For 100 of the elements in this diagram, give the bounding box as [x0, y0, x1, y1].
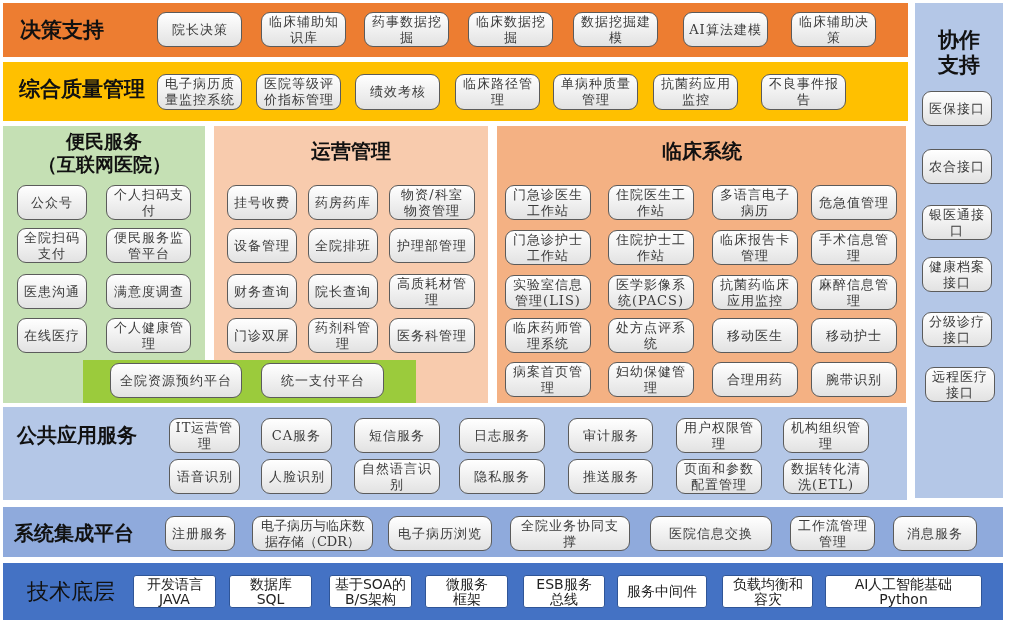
module-box: ESB服务总线 — [523, 575, 605, 608]
module-box: 日志服务 — [459, 418, 545, 453]
module-box: AI算法建模 — [683, 12, 768, 47]
module-box: 机构组织管理 — [783, 418, 869, 453]
module-box: 分级诊疗接口 — [922, 312, 992, 347]
module-box: 院长决策 — [157, 12, 242, 47]
module-box: CA服务 — [261, 418, 332, 453]
module-box: 个人健康管理 — [106, 318, 191, 353]
module-box: 数据库 SQL — [229, 575, 312, 608]
module-box: 电子病历质量监控系统 — [157, 74, 242, 110]
module-box: 工作流管理管理 — [790, 516, 875, 551]
module-box: 基于SOA的B/S架构 — [329, 575, 412, 608]
module-box: 公众号 — [17, 185, 87, 220]
module-box: 物资/科室物资管理 — [389, 185, 475, 220]
module-box: 挂号收费 — [227, 185, 297, 220]
module-box: 数据转化清洗(ETL) — [783, 459, 869, 494]
section-panel — [214, 126, 488, 360]
module-box: 药剂科管理 — [308, 318, 378, 353]
module-box: 药事数据挖掘 — [364, 12, 449, 47]
module-box: 语音识别 — [169, 459, 240, 494]
module-box: 移动护士 — [811, 318, 897, 353]
module-box: 审计服务 — [568, 418, 653, 453]
module-box: 电子病历浏览 — [388, 516, 492, 551]
layer-band — [3, 62, 908, 121]
module-box: 门急诊护士工作站 — [505, 230, 591, 265]
module-box: 远程医疗接口 — [925, 367, 995, 402]
band-title: 系统集成平台 — [14, 521, 134, 545]
module-box: 药房药库 — [308, 185, 378, 220]
layer-band — [3, 3, 908, 57]
module-box: 临床数据挖掘 — [468, 12, 553, 47]
layer-band — [3, 407, 907, 500]
module-box: 医院信息交换 — [650, 516, 772, 551]
module-box: 统一支付平台 — [261, 363, 384, 398]
module-box: 手术信息管理 — [811, 230, 897, 265]
module-box: 负载均衡和容灾 — [722, 575, 813, 608]
module-box: 住院护士工作站 — [608, 230, 694, 265]
module-box: 便民服务监管平台 — [106, 228, 191, 263]
module-box: 银医通接口 — [922, 205, 992, 240]
module-box: 医保接口 — [922, 91, 992, 126]
module-box: 门急诊医生工作站 — [505, 185, 591, 220]
module-box: 妇幼保健管理 — [608, 362, 694, 397]
module-box: 临床报告卡管理 — [712, 230, 798, 265]
module-box: 隐私服务 — [459, 459, 545, 494]
layer-band — [3, 507, 1003, 557]
module-box: 自然语言识别 — [354, 459, 440, 494]
module-box: 医务科管理 — [389, 318, 475, 353]
module-box: 注册服务 — [165, 516, 235, 551]
panel-title: 临床系统 — [661, 139, 742, 163]
module-box: 抗菌药临床应用监控 — [712, 275, 798, 310]
module-box: IT运营管理 — [169, 418, 240, 453]
module-box: 临床药师管理系统 — [505, 318, 591, 353]
band-title: 决策支持 — [20, 17, 104, 43]
module-box: 绩效考核 — [355, 74, 440, 110]
module-box: 临床路径管理 — [455, 74, 540, 110]
panel-title: 运营管理 — [311, 139, 391, 163]
module-box: 全院资源预约平台 — [110, 363, 242, 398]
module-box: 护理部管理 — [389, 228, 475, 263]
module-box: 全院排班 — [308, 228, 378, 263]
module-box: 微服务框架 — [425, 575, 508, 608]
module-box: 农合接口 — [922, 149, 992, 184]
module-box: 麻醉信息管理 — [811, 275, 897, 310]
module-box: 合理用药 — [712, 362, 798, 397]
module-box: 人脸识别 — [261, 459, 332, 494]
module-box: 不良事件报告 — [761, 74, 846, 110]
module-box: 高质耗材管理 — [389, 274, 475, 309]
module-box: 单病种质量管理 — [553, 74, 638, 110]
platform-band — [83, 360, 416, 403]
module-box: AI人工智能基础 Python — [825, 575, 982, 608]
module-box: 满意度调查 — [106, 274, 191, 309]
section-panel — [3, 126, 205, 360]
section-panel — [497, 126, 906, 403]
module-box: 开发语言 JAVA — [133, 575, 216, 608]
module-box: 医院等级评价指标管理 — [256, 74, 341, 110]
module-box: 临床辅助决策 — [791, 12, 876, 47]
module-box: 消息服务 — [893, 516, 977, 551]
module-box: 财务查询 — [227, 274, 297, 309]
band-title: 综合质量管理 — [19, 76, 145, 102]
module-box: 设备管理 — [227, 228, 297, 263]
module-box: 临床辅助知识库 — [261, 12, 346, 47]
module-box: 危急值管理 — [811, 185, 897, 220]
module-box: 推送服务 — [568, 459, 653, 494]
module-box: 在线医疗 — [17, 318, 87, 353]
module-box: 页面和参数配置管理 — [676, 459, 762, 494]
band-title: 技术底层 — [27, 578, 115, 606]
module-box: 用户权限管理 — [676, 418, 762, 453]
module-box: 数据挖掘建模 — [573, 12, 658, 47]
module-box: 移动医生 — [712, 318, 798, 353]
module-box: 病案首页管理 — [505, 362, 591, 397]
module-box: 短信服务 — [354, 418, 440, 453]
module-box: 住院医生工作站 — [608, 185, 694, 220]
module-box: 实验室信息管理(LIS) — [505, 275, 591, 310]
module-box: 腕带识别 — [811, 362, 897, 397]
module-box: 医学影像系统(PACS) — [608, 275, 694, 310]
module-box: 个人扫码支付 — [106, 185, 191, 220]
layer-band — [3, 563, 1003, 620]
panel-title: 便民服务（互联网医院） — [36, 130, 172, 176]
module-box: 健康档案接口 — [922, 257, 992, 292]
module-box: 医患沟通 — [17, 274, 87, 309]
module-box: 电子病历与临床数据存储（CDR） — [252, 516, 373, 551]
module-box: 抗菌药应用监控 — [653, 74, 738, 110]
